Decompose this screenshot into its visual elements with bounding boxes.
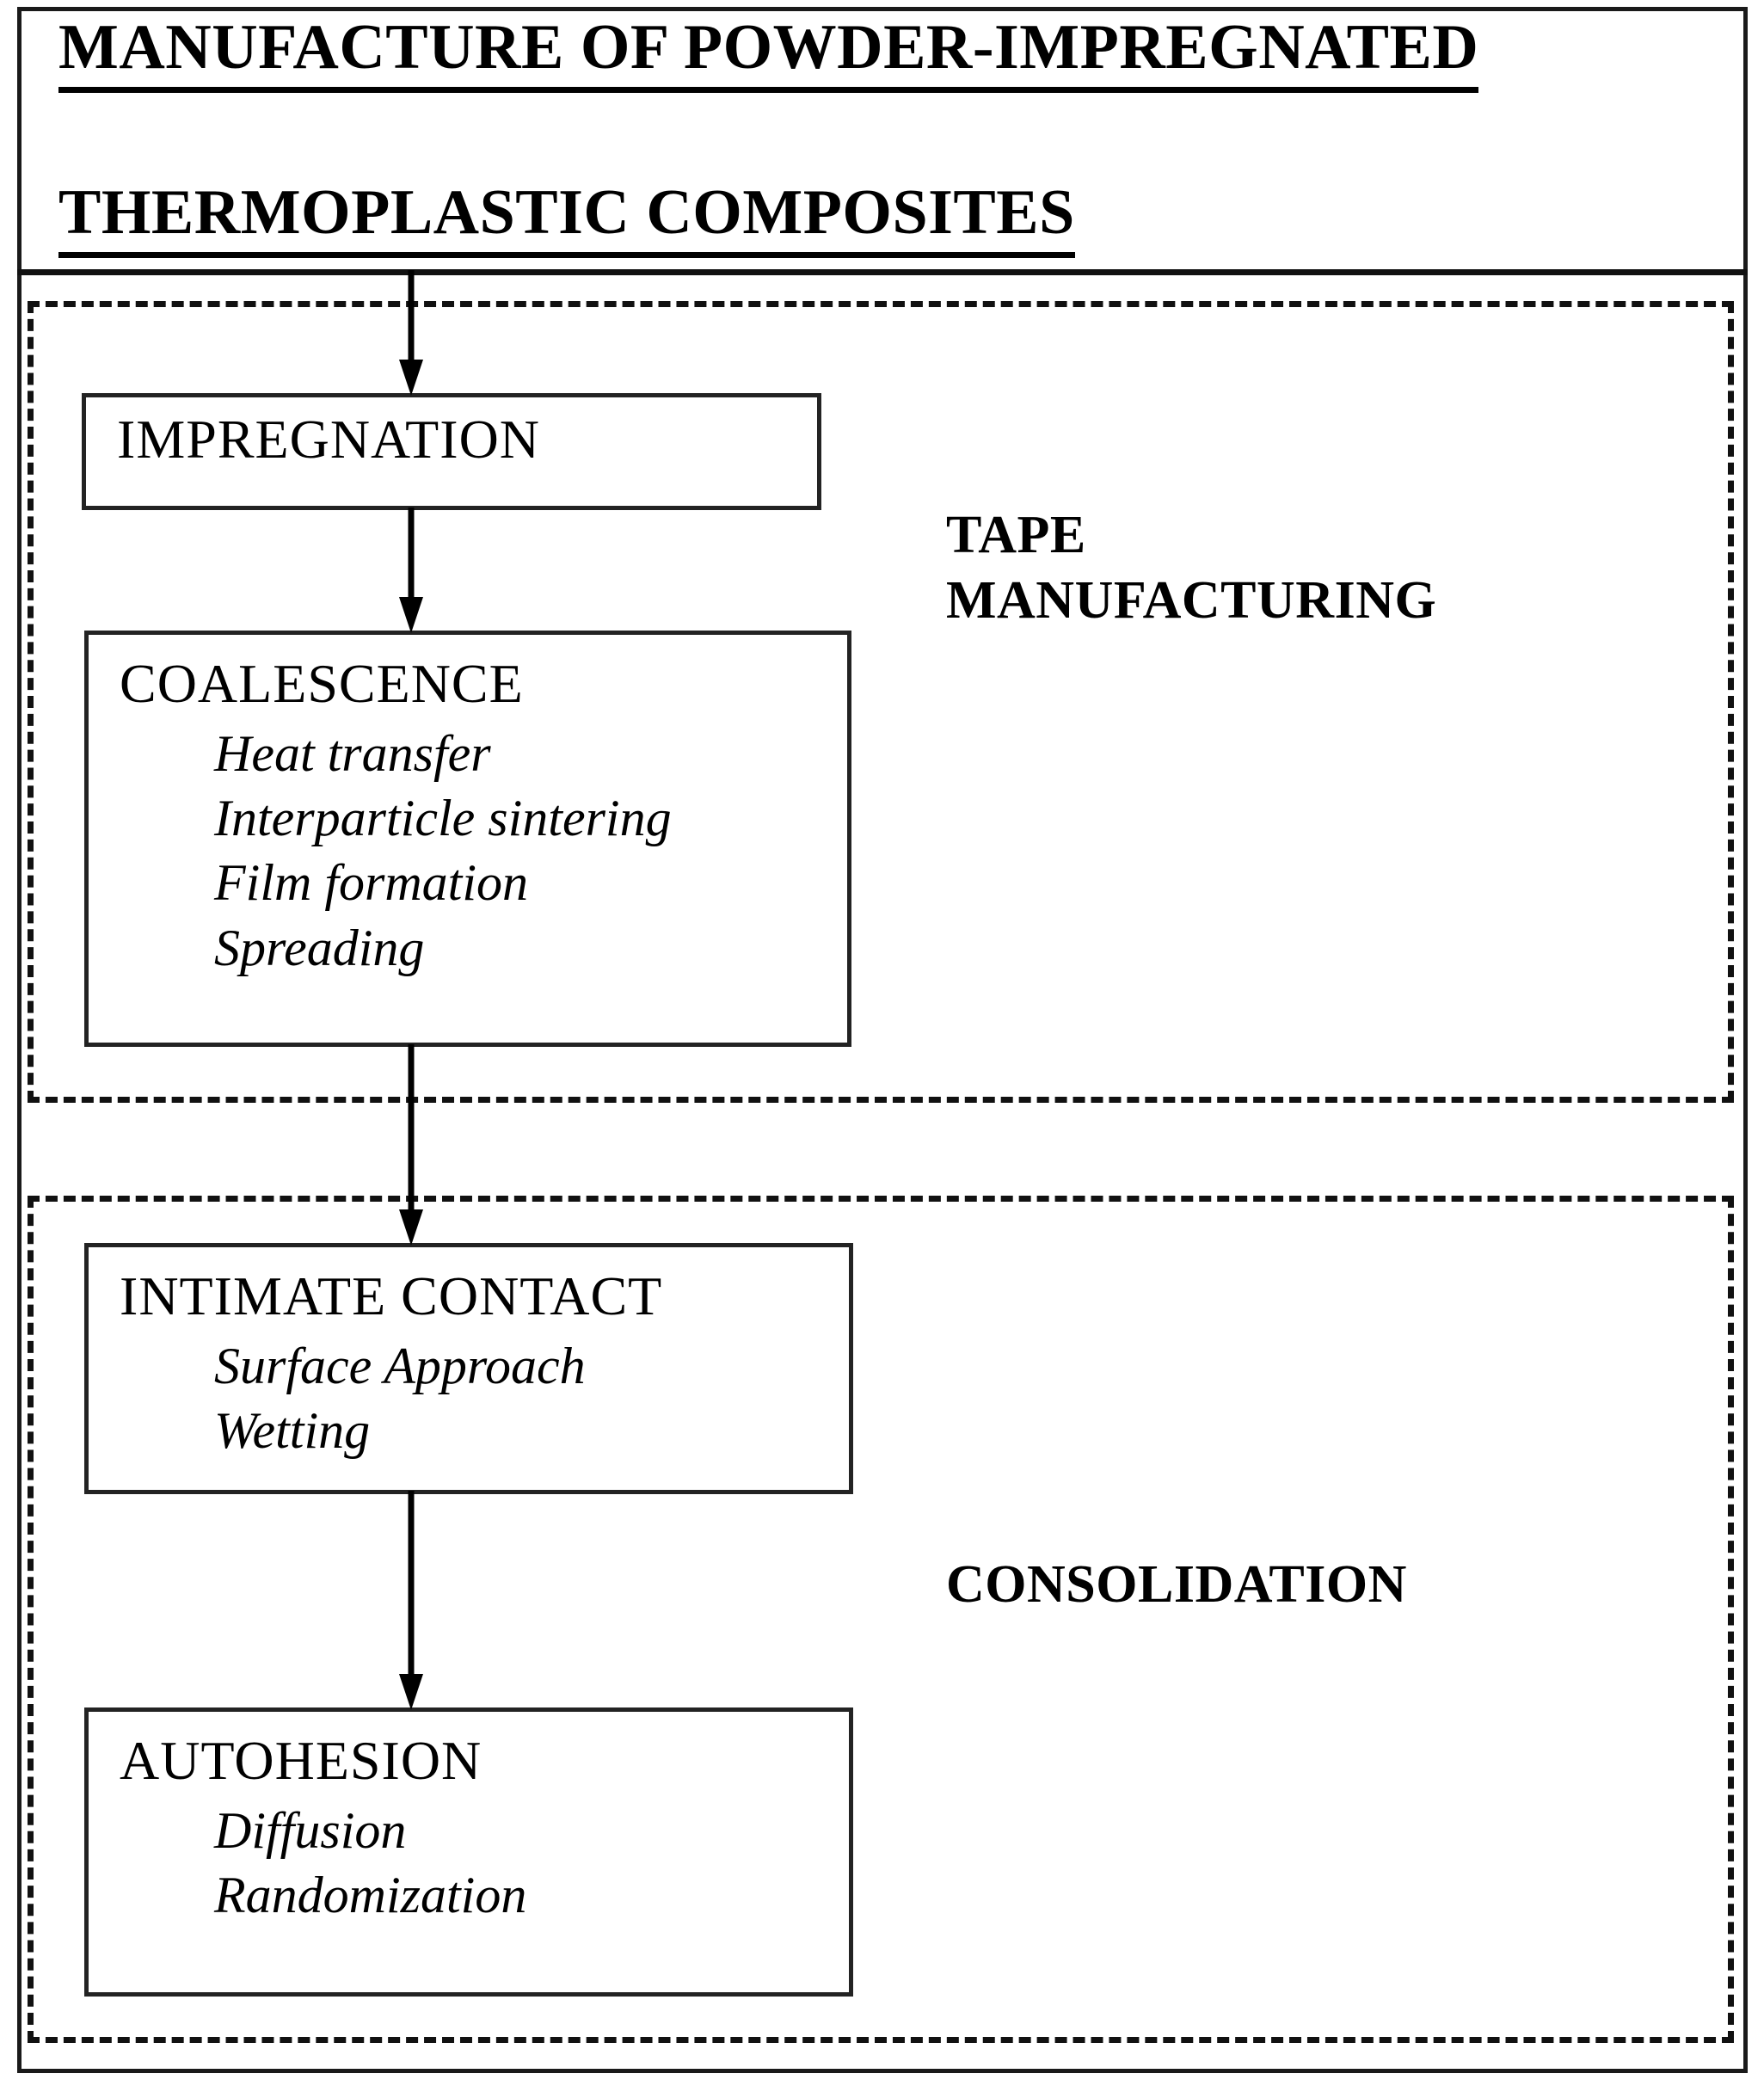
list-item: Surface Approach (214, 1338, 586, 1395)
process-box-coalescence-items: Heat transfer Interparticle sintering Fi… (120, 725, 847, 977)
arrow-coalescence-to-intimate-contact-icon (399, 1044, 423, 1246)
process-box-autohesion-heading: AUTOHESION (120, 1730, 482, 1791)
process-box-intimate-contact-items: Surface Approach Wetting (120, 1338, 849, 1460)
process-box-impregnation: IMPREGNATION (82, 393, 821, 510)
arrow-title-to-impregnation-icon (399, 270, 423, 396)
page-title-line-2: THERMOPLASTIC COMPOSITES (58, 175, 1075, 259)
list-item: Heat transfer (214, 725, 491, 783)
list-item: Spreading (214, 919, 425, 976)
page-title: MANUFACTURE OF POWDER-IMPREGNATED THERMO… (17, 0, 1496, 341)
arrow-impregnation-to-coalescence-icon (399, 508, 423, 633)
list-item: Interparticle sintering (214, 790, 672, 847)
process-box-coalescence-heading: COALESCENCE (120, 653, 524, 714)
process-box-coalescence: COALESCENCE Heat transfer Interparticle … (84, 631, 851, 1047)
group-consolidation (28, 1196, 1734, 2043)
group-tape-manufacturing (28, 301, 1734, 1103)
arrow-intimate-contact-to-autohesion-icon (399, 1491, 423, 1710)
process-box-impregnation-heading: IMPREGNATION (117, 409, 540, 470)
process-box-autohesion-items: Diffusion Randomization (120, 1802, 849, 1924)
group-label-tape-manufacturing: TAPE MANUFACTURING (946, 506, 1437, 630)
list-item: Diffusion (214, 1802, 407, 1860)
list-item: Randomization (214, 1867, 527, 1924)
page-title-line-1: MANUFACTURE OF POWDER-IMPREGNATED (58, 10, 1479, 93)
process-box-autohesion: AUTOHESION Diffusion Randomization (84, 1707, 853, 1997)
list-item: Film formation (214, 854, 529, 912)
list-item: Wetting (214, 1402, 371, 1460)
figure-title-band: MANUFACTURE OF POWDER-IMPREGNATED THERMO… (17, 7, 1748, 275)
process-box-intimate-contact-heading: INTIMATE CONTACT (120, 1265, 663, 1326)
group-label-consolidation: CONSOLIDATION (946, 1555, 1407, 1614)
process-box-intimate-contact: INTIMATE CONTACT Surface Approach Wettin… (84, 1243, 853, 1494)
